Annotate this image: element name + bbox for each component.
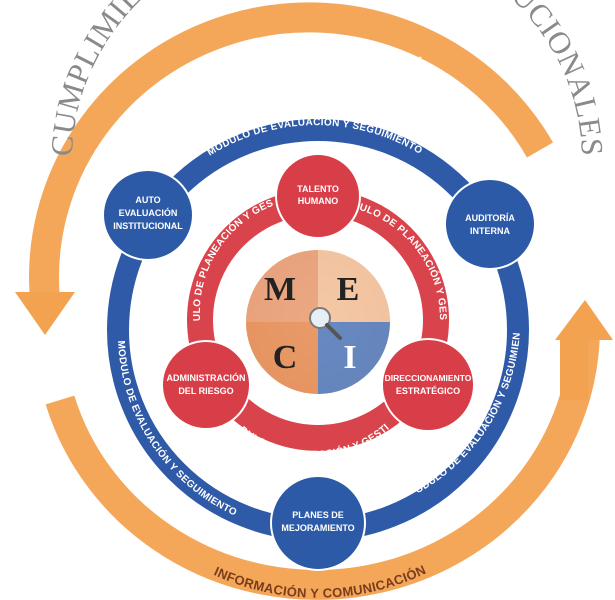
puzzle-piece-i [318, 322, 390, 394]
node-label: EVALUACIÓN [119, 207, 178, 218]
node-label: AUDITORÍA [465, 213, 515, 223]
red-node-talento: TALENTO HUMANO [275, 153, 361, 239]
puzzle-piece-c [246, 322, 318, 394]
letter-m: M [264, 271, 296, 308]
letter-e: E [337, 271, 360, 308]
red-node-direccionamiento: DIRECCIONAMIENTO ESTRATÉGICO [381, 338, 475, 432]
node-label: TALENTO [297, 184, 339, 194]
meci-center: M E C I [246, 250, 390, 394]
puzzle-piece-e [318, 250, 390, 322]
magnifier-icon [309, 307, 342, 340]
node-label: HUMANO [298, 196, 339, 206]
node-label: MEJORAMIENTO [281, 523, 354, 533]
puzzle-piece-m [246, 250, 318, 322]
blue-node-planes: PLANES DE MEJORAMIENTO [270, 475, 366, 571]
info-communication-ring [15, 2, 613, 600]
blue-node-autoevaluacion: AUTO EVALUACIÓN INSTITUCIONAL [102, 169, 194, 261]
letter-c: C [273, 339, 298, 376]
arrow-left-icon [15, 292, 75, 335]
blue-node-auditoria: AUDITORÍA INTERNA [444, 178, 536, 270]
node-label: INTERNA [470, 226, 510, 236]
node-label: INSTITUCIONAL [113, 221, 183, 231]
node-label: ADMINISTRACIÓN [167, 372, 246, 383]
node-label: PLANES DE [292, 510, 344, 520]
red-node-riesgo: ADMINISTRACIÓN DEL RIESGO [161, 340, 251, 430]
node-label: AUTO [135, 195, 160, 205]
orange-arc-top [29, 2, 554, 302]
orange-arc-bottom [45, 329, 600, 600]
orange-arc-right-fill [560, 340, 588, 400]
node-label: DIRECCIONAMIENTO [385, 373, 472, 383]
node-label: DEL RIESGO [178, 386, 233, 396]
letter-i: I [343, 339, 356, 376]
node-label: ESTRATÉGICO [396, 386, 460, 396]
arrow-right-icon [555, 300, 613, 340]
